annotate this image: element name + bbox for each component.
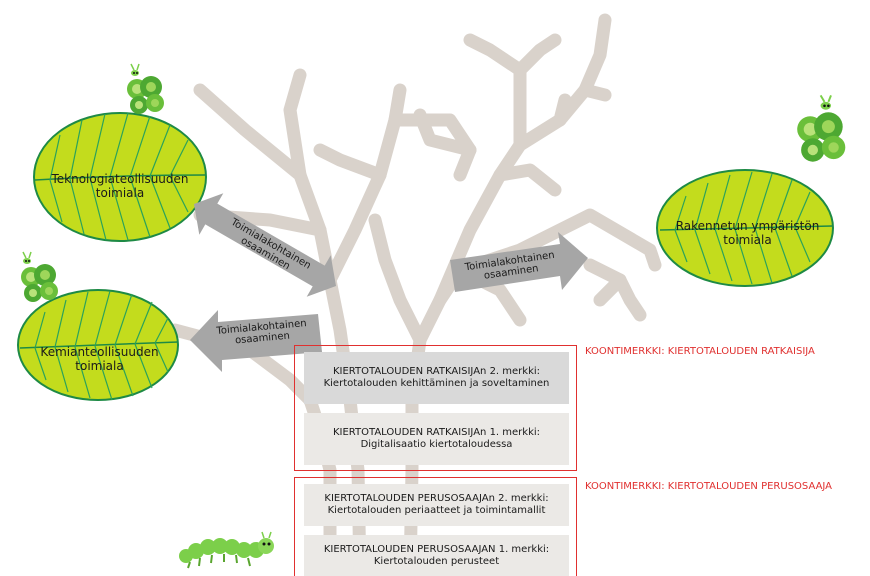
perusosaaja-badge-1: KIERTOTALOUDEN PERUSOSAAJAN 1. merkki: K… <box>304 535 569 576</box>
ratkaisija-badge-2: KIERTOTALOUDEN RATKAISIJAn 2. merkki: Ki… <box>304 352 569 404</box>
leaf-label-rakennetun: Rakennetun ympäristön toimiala <box>675 219 820 247</box>
ratkaisija-badge-1-sub: Digitalisaatio kiertotaloudessa <box>360 439 513 450</box>
arrow-lower-left <box>190 310 322 372</box>
leaf-kemian <box>17 289 179 401</box>
arrow-upper-left <box>193 193 337 297</box>
ratkaisija-badge-2-sub: Kiertotalouden kehittäminen ja soveltami… <box>323 378 550 389</box>
leaf-teknologia <box>33 112 207 242</box>
perusosaaja-badge-2-title: KIERTOTALOUDEN PERUSOSAAJAn 2. merkki: <box>324 493 549 504</box>
leaf-label-kemian: Kemianteollisuuden toimiala <box>40 345 159 373</box>
leaf-label-teknologia: Teknologiateollisuuden toimiala <box>51 172 189 200</box>
arrow-right <box>450 232 588 292</box>
butterfly-icon <box>21 251 58 302</box>
ratkaisija-header: KOONTIMERKKI: KIERTOTALOUDEN RATKAISIJA <box>585 346 815 357</box>
butterfly-icon <box>127 63 164 114</box>
perusosaaja-frame <box>294 477 577 576</box>
perusosaaja-badge-1-sub: Kiertotalouden perusteet <box>373 555 500 567</box>
perusosaaja-badge-2-sub: Kiertotalouden periaatteet ja toimintama… <box>327 505 546 516</box>
leaf-rakennetun <box>656 169 834 287</box>
perusosaaja-badge-2: KIERTOTALOUDEN PERUSOSAAJAn 2. merkki: K… <box>304 484 569 526</box>
butterfly-icon <box>797 94 846 162</box>
ratkaisija-badge-1-title: KIERTOTALOUDEN RATKAISIJAn 1. merkki: <box>332 427 541 438</box>
ratkaisija-frame <box>294 345 577 471</box>
perusosaaja-header: KOONTIMERKKI: KIERTOTALOUDEN PERUSOSAAJA <box>585 481 833 492</box>
caterpillar-icon <box>179 531 274 569</box>
ratkaisija-badge-1: KIERTOTALOUDEN RATKAISIJAn 1. merkki: Di… <box>304 413 569 465</box>
ratkaisija-badge-2-title: KIERTOTALOUDEN RATKAISIJAn 2. merkki: <box>332 366 541 377</box>
perusosaaja-badge-1-title: KIERTOTALOUDEN PERUSOSAAJAN 1. merkki: <box>323 543 550 555</box>
